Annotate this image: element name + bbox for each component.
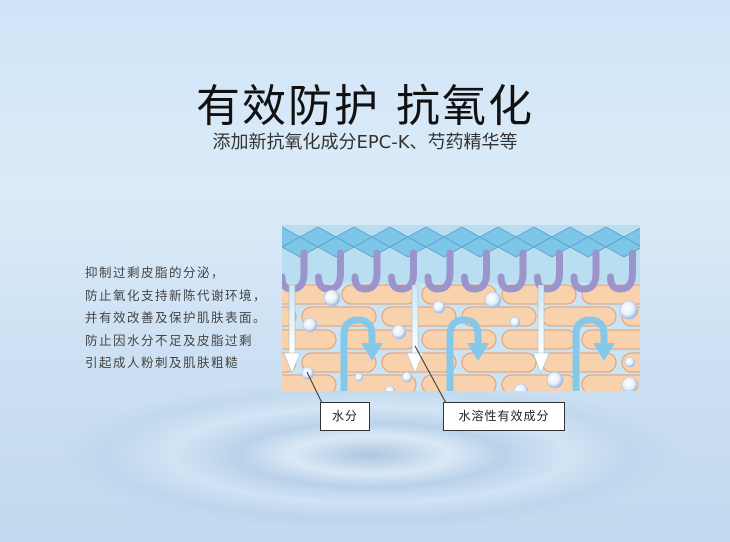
- description-line: 防止因水分不足及皮脂过剩: [85, 332, 254, 348]
- water-bubble: [621, 376, 639, 391]
- ingredient-arrow-head: [406, 352, 424, 374]
- skin-cell: [461, 352, 537, 373]
- barrier-hook: [388, 249, 417, 293]
- barrier-hook: [424, 249, 454, 293]
- barrier-hook: [461, 249, 490, 293]
- water-bubble: [484, 291, 502, 309]
- skin-cell: [421, 374, 497, 391]
- water-bubble: [391, 324, 407, 340]
- description-text: 抑制过剩皮脂的分泌， 防止氧化支持新陈代谢环境， 并有效改善及保护肌肤表面。 防…: [85, 262, 267, 375]
- water-bubble: [546, 371, 564, 389]
- water-bubble: [619, 300, 639, 320]
- description-line: 抑制过剩皮脂的分泌，: [85, 265, 226, 280]
- skin-cells: [282, 284, 640, 391]
- page-subtitle: 添加新抗氧化成分EPC-K、芍药精华等: [212, 132, 518, 153]
- description-line: 引起成人粉刺及肌肤粗糙: [85, 355, 240, 370]
- water-bubble: [354, 372, 364, 382]
- skin-cell: [301, 352, 377, 373]
- page-title: 有效防护 抗氧化: [196, 81, 534, 132]
- water-bubble: [323, 289, 341, 307]
- barrier-hook: [497, 249, 527, 293]
- description-line: 并有效改善及保护肌肤表面。: [85, 310, 268, 325]
- diamond: [623, 227, 640, 247]
- ingredient-arrow-head: [283, 352, 301, 374]
- water-flow-arrow: [446, 316, 482, 391]
- skin-cell: [282, 329, 337, 350]
- water-bubble: [513, 383, 529, 391]
- water-bubble: [432, 300, 446, 314]
- description-line: 防止氧化支持新陈代谢环境，: [85, 287, 268, 303]
- skin-layer-diagram: [282, 225, 640, 391]
- water-bubble: [302, 317, 318, 333]
- water-flow-arrowhead: [361, 343, 383, 361]
- water-bubble: [401, 371, 413, 383]
- label-water-soluble-ingredient: 水溶性有效成分: [443, 402, 565, 431]
- barrier-hook: [607, 249, 636, 293]
- water-flow-arrow: [340, 316, 376, 391]
- water-bubble: [509, 316, 521, 328]
- water-bubbles: [301, 289, 639, 391]
- barrier-hook: [570, 249, 600, 293]
- ingredient-arrow-head: [532, 352, 550, 374]
- skin-cell: [282, 374, 337, 391]
- label-water: 水分: [320, 402, 370, 431]
- water-flow-arrowhead: [467, 343, 489, 361]
- water-bubble: [624, 356, 636, 368]
- barrier-hook: [315, 249, 344, 293]
- flow-arrows: [283, 284, 615, 391]
- water-bubble: [384, 385, 396, 391]
- water-ripple-background: [60, 380, 680, 530]
- barrier-hook: [534, 249, 563, 293]
- water-flow-arrowhead: [593, 343, 615, 361]
- water-flow-arrow: [572, 316, 608, 391]
- barrier-hook: [351, 249, 381, 293]
